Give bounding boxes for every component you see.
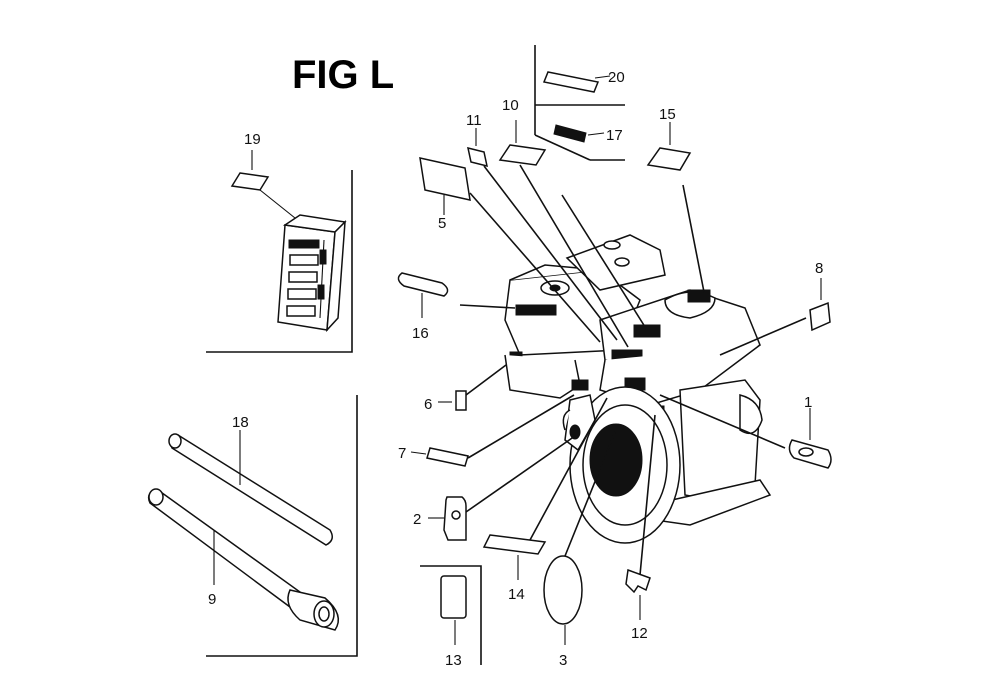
loose-decals bbox=[397, 71, 832, 645]
label-14: 14 bbox=[508, 586, 525, 603]
label-19: 19 bbox=[244, 131, 261, 148]
label-15: 15 bbox=[659, 106, 676, 123]
label-12: 12 bbox=[631, 625, 648, 642]
label-6: 6 bbox=[424, 396, 432, 413]
label-18: 18 bbox=[232, 414, 249, 431]
label-13: 13 bbox=[445, 652, 462, 669]
label-8: 8 bbox=[815, 260, 823, 277]
part-number-labels: 1 2 3 5 6 7 8 9 10 11 12 13 14 15 16 17 … bbox=[208, 69, 823, 669]
label-3: 3 bbox=[559, 652, 567, 669]
engine-body bbox=[504, 234, 772, 544]
label-2: 2 bbox=[413, 511, 421, 528]
label-11: 11 bbox=[466, 112, 482, 129]
part-19-air-filter bbox=[230, 150, 347, 333]
label-17: 17 bbox=[606, 127, 623, 144]
part-9-tube bbox=[147, 488, 340, 631]
leader-lines bbox=[459, 164, 807, 576]
label-16: 16 bbox=[412, 325, 429, 342]
label-9: 9 bbox=[208, 591, 216, 608]
figure-title: FIG L bbox=[292, 53, 394, 97]
label-20: 20 bbox=[608, 69, 625, 86]
panel-dividers bbox=[206, 45, 625, 665]
label-10: 10 bbox=[502, 97, 519, 114]
label-5: 5 bbox=[438, 215, 446, 232]
label-1: 1 bbox=[804, 394, 812, 411]
part-18-tube bbox=[168, 430, 333, 546]
label-7: 7 bbox=[398, 445, 406, 462]
